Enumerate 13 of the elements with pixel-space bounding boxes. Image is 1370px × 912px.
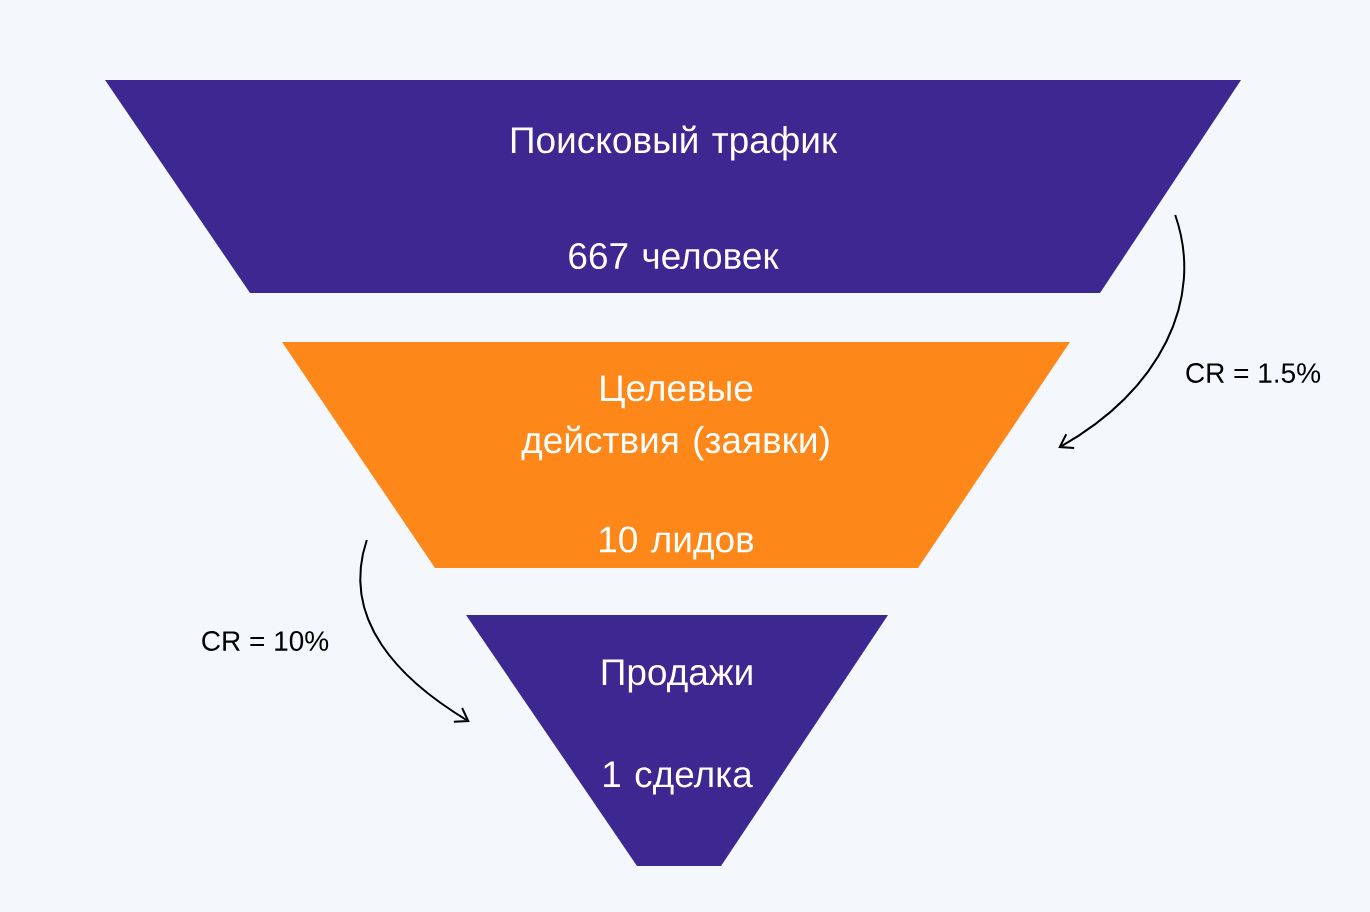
funnel-stage xyxy=(105,80,1241,293)
stage-text: Продажи xyxy=(602,659,752,693)
funnel-stage xyxy=(282,342,1070,568)
stage-text: 10 лидов xyxy=(600,526,754,560)
stage-text: 667 человек xyxy=(569,242,779,270)
edge-label: CR = 1.5% xyxy=(1186,363,1321,383)
curved-arrow xyxy=(1058,214,1185,450)
stage-text: Целевые действия (заявки) xyxy=(521,375,829,461)
curved-arrow xyxy=(359,539,470,723)
stage-text: 1 сделка xyxy=(604,761,753,795)
edge-label: CR = 10% xyxy=(202,631,329,651)
funnel-stage xyxy=(466,615,888,866)
stage-text: Поисковый трафик xyxy=(511,125,838,161)
